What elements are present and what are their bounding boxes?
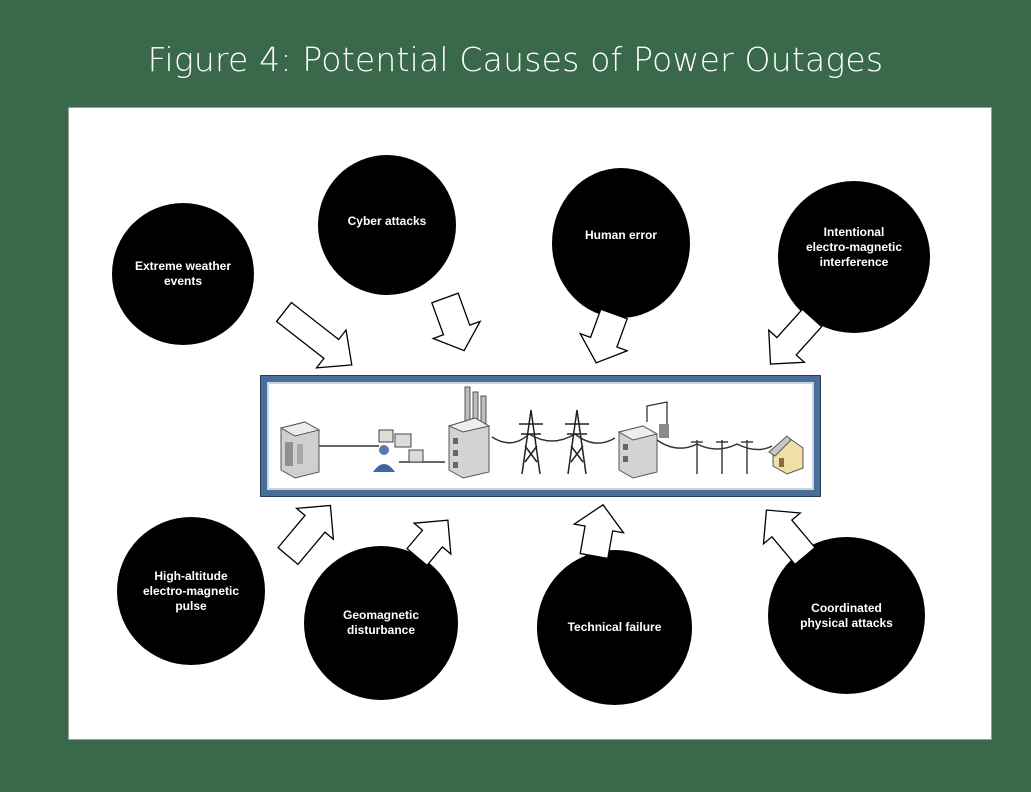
transmission-tower-icon	[519, 409, 543, 475]
power-plant-icon	[279, 421, 321, 479]
arrow-high-altitude-emp	[277, 504, 335, 566]
arrow-intentional-emi	[768, 308, 823, 365]
control-center-operator-icon	[373, 429, 424, 472]
house-icon	[768, 435, 804, 475]
arrow-physical-attacks	[762, 509, 816, 566]
cause-human-error: Human error	[552, 168, 690, 318]
distribution-poles-icon	[691, 440, 753, 474]
figure-title: Figure 4: Potential Causes of Power Outa…	[147, 40, 884, 79]
arrow-cyber-attacks	[431, 292, 482, 352]
power-grid-illustration	[260, 375, 821, 497]
arrow-technical-failure	[572, 503, 625, 560]
generation-plant-icon	[447, 386, 491, 479]
grid-scene	[279, 386, 804, 479]
arrow-geomagnetic	[406, 519, 452, 567]
arrow-human-error	[578, 308, 630, 364]
arrow-extreme-weather	[275, 301, 353, 369]
transmission-tower-icon	[565, 409, 589, 475]
substation-icon	[617, 401, 669, 479]
cause-cyber-attacks: Cyber attacks	[318, 155, 456, 295]
cause-technical-failure: Technical failure	[537, 550, 692, 705]
